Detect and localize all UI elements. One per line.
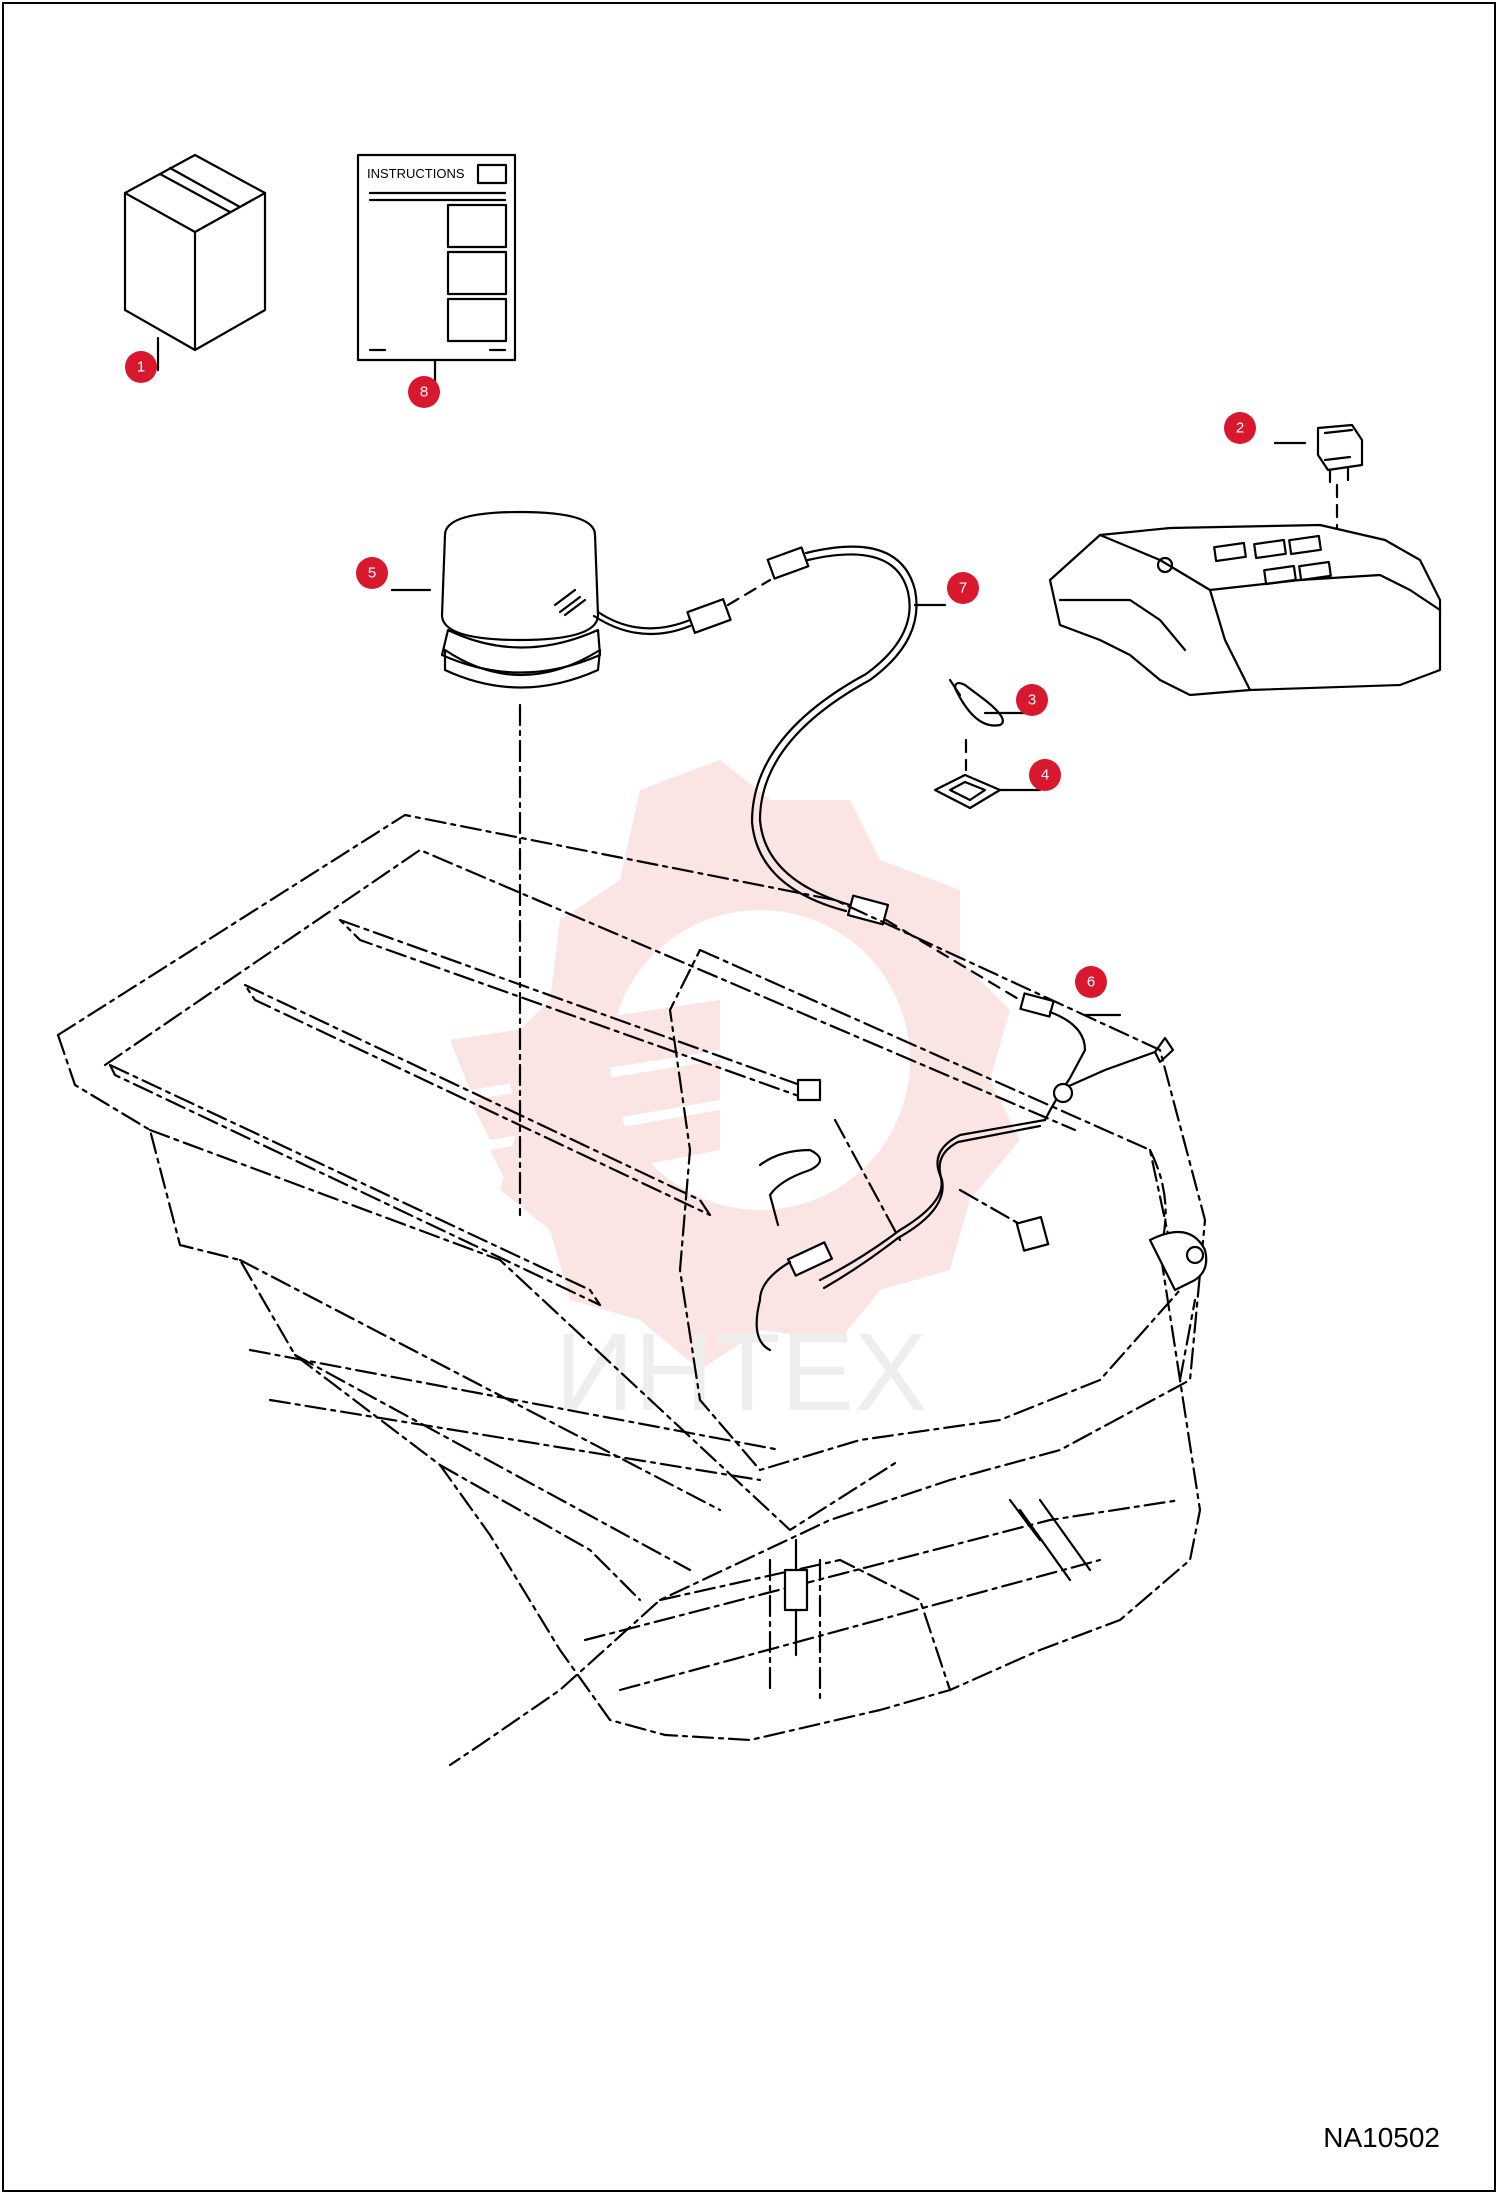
callout-4: 4 xyxy=(1029,759,1061,791)
console-panel xyxy=(1048,523,1442,697)
box-part xyxy=(123,153,267,372)
instructions-label: INSTRUCTIONS xyxy=(367,166,465,181)
svg-text:8: 8 xyxy=(420,384,428,401)
callout-1: 1 xyxy=(125,351,157,383)
svg-text:4: 4 xyxy=(1041,767,1049,784)
callout-7: 7 xyxy=(947,572,979,604)
svg-text:3: 3 xyxy=(1028,692,1036,709)
machine-body xyxy=(56,813,1208,1767)
beacon-light xyxy=(390,510,602,1217)
svg-text:1: 1 xyxy=(137,359,145,376)
callout-6: 6 xyxy=(1075,966,1107,998)
instructions-sheet: INSTRUCTIONS xyxy=(356,153,517,387)
tie-mount xyxy=(933,773,1042,810)
callout-3: 3 xyxy=(1016,684,1048,716)
watermark-text: ИНТЕХ xyxy=(555,1311,927,1434)
callout-2: 2 xyxy=(1224,412,1256,444)
harness xyxy=(755,992,1175,1352)
svg-text:7: 7 xyxy=(959,580,967,597)
svg-text:2: 2 xyxy=(1236,420,1244,437)
svg-text:6: 6 xyxy=(1087,974,1095,991)
watermark-logo: ИНТЕХ xyxy=(450,760,1020,1434)
figure-id: NA10502 xyxy=(1323,2122,1440,2153)
callout-5: 5 xyxy=(356,557,388,589)
cable-tie xyxy=(948,678,1027,772)
callout-8: 8 xyxy=(408,376,440,408)
svg-text:5: 5 xyxy=(368,565,376,582)
